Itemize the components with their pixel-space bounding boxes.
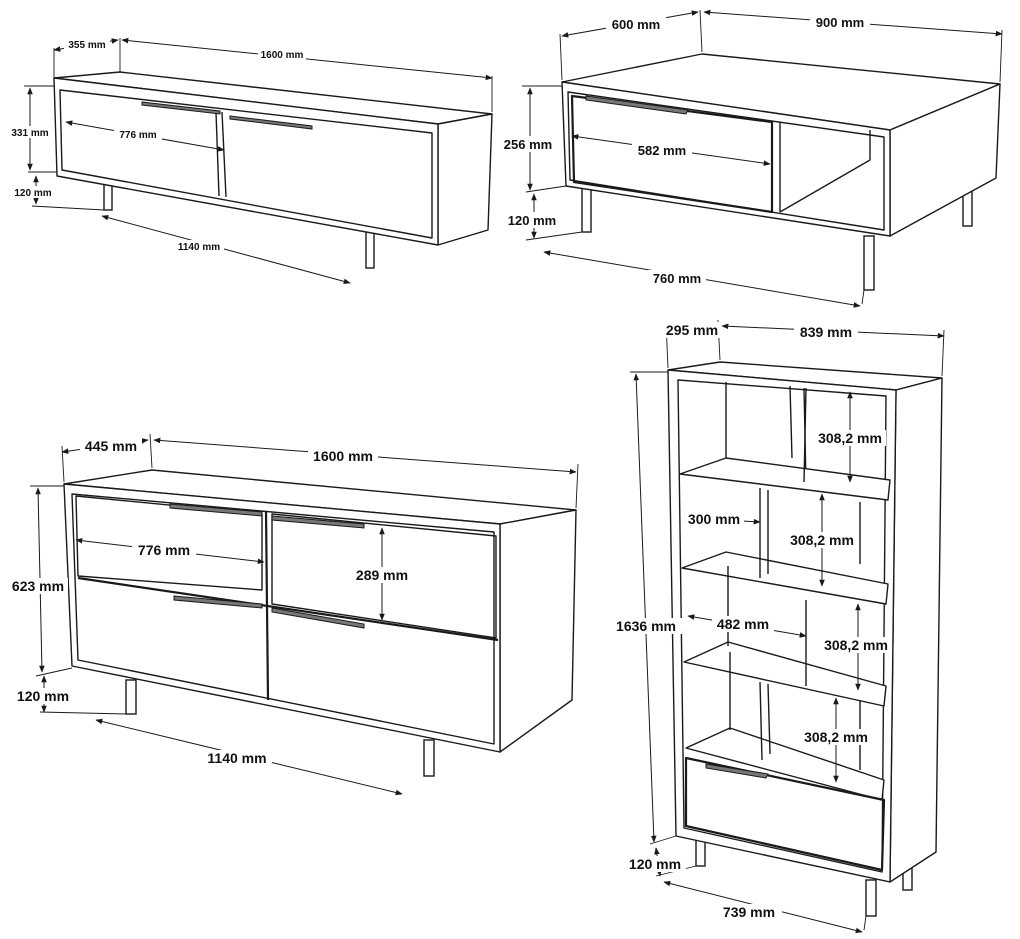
bookcase-width-label: 839 mm	[800, 324, 852, 340]
coffee-table-drawer-width-label: 582 mm	[638, 143, 686, 158]
bookcase-leg-front	[865, 879, 877, 917]
sideboard-leg-left	[125, 679, 137, 715]
sideboard-drawer-height-label: 289 mm	[356, 567, 408, 583]
tv-unit-depth-label: 355 mm	[68, 40, 105, 51]
sideboard-drawing: 445 mm 1600 mm 623 mm 776 mm 289 mm 120 …	[8, 433, 579, 796]
bookcase-front	[667, 369, 897, 883]
coffee-table-depth-label: 600 mm	[612, 17, 660, 32]
sideboard-side	[499, 509, 577, 753]
sideboard-handle-bottom-left	[173, 595, 263, 609]
tv-unit-side	[437, 113, 493, 246]
tv-unit-door-width-label: 776 mm	[119, 130, 156, 141]
bookcase-shelf-3	[683, 641, 887, 707]
tv-unit-handle-left	[141, 101, 221, 115]
sideboard-handle-top-right	[271, 515, 365, 529]
sideboard-leg-right	[423, 739, 435, 777]
sideboard-handle-bottom-right	[271, 607, 365, 629]
bookcase-leg-height-label: 120 mm	[629, 856, 681, 872]
bookcase-shelf-2	[681, 551, 889, 605]
tv-unit-width-label: 1600 mm	[261, 50, 304, 61]
coffee-table-handle	[585, 95, 689, 115]
sideboard-leg-height-label: 120 mm	[17, 688, 69, 704]
bookcase-height-label: 1636 mm	[616, 618, 676, 634]
bookcase-shelf-height-2-label: 308,2 mm	[790, 532, 854, 548]
coffee-table-height-label: 256 mm	[504, 137, 552, 152]
sideboard-leg-span-label: 1140 mm	[207, 750, 266, 766]
bookcase-side	[889, 377, 943, 883]
bookcase-handle	[705, 763, 769, 779]
tv-unit-handle-right	[229, 115, 313, 130]
bookcase-shelf-1	[679, 457, 891, 501]
bookcase-leg-span-label: 739 mm	[723, 904, 775, 920]
coffee-table-leg-front	[863, 235, 875, 291]
sideboard-handle-top-left	[169, 503, 263, 517]
bookcase-shelf-height-1-label: 308,2 mm	[818, 430, 882, 446]
bookcase-drawing: 295 mm 839 mm 1636 mm 308,2 mm 300 mm 30…	[612, 319, 945, 934]
tv-unit-height-label: 331 mm	[11, 128, 48, 139]
sideboard-drawer-width-label: 776 mm	[138, 542, 190, 558]
sideboard-depth-label: 445 mm	[85, 438, 137, 454]
tv-unit-leg-span-label: 1140 mm	[178, 242, 220, 253]
coffee-table-leg-height-label: 120 mm	[508, 213, 556, 228]
sideboard-width-label: 1600 mm	[313, 448, 373, 464]
coffee-table-leg-span-label: 760 mm	[653, 271, 701, 286]
coffee-table-drawing: 600 mm 900 mm 256 mm 582 mm 120 mm 760 m…	[500, 9, 1003, 308]
bookcase-shelf-width-300-label: 300 mm	[688, 511, 740, 527]
tv-unit-leg-height-label: 120 mm	[14, 188, 51, 199]
bookcase-shelf-height-3-label: 308,2 mm	[824, 637, 888, 653]
bookcase-drawer	[684, 756, 886, 872]
tv-unit-drawing: 355 mm 1600 mm 331 mm 120 mm 776 mm 1140…	[8, 37, 493, 285]
bookcase-depth-label: 295 mm	[666, 322, 718, 338]
coffee-table-width-label: 900 mm	[816, 15, 864, 30]
tv-unit-leg-right	[365, 229, 375, 269]
bookcase-shelf-height-4-label: 308,2 mm	[804, 729, 868, 745]
sideboard-height-label: 623 mm	[12, 578, 64, 594]
tv-unit-front	[53, 77, 439, 246]
bookcase-shelf-width-482-label: 482 mm	[717, 616, 769, 632]
coffee-table-leg-left	[581, 185, 592, 233]
